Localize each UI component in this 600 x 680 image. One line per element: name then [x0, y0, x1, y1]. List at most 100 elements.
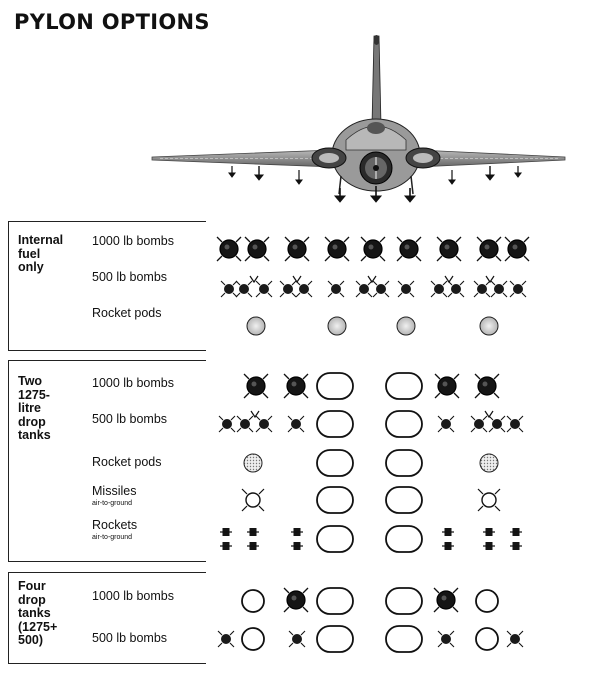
row-sublabel-missiles: air-to-ground: [92, 500, 133, 507]
bomb-500lb-icon: [488, 415, 506, 433]
bomb-500lb-icon: [430, 280, 448, 298]
bomb-500lb-icon: [287, 415, 305, 433]
pylon-arrow-icon: [484, 166, 496, 181]
missile-icon: [241, 488, 265, 512]
rockets-icon: [291, 528, 303, 550]
rocket-pod-icon: [396, 316, 416, 336]
page-title: PYLON OPTIONS: [14, 10, 210, 34]
bomb-500lb-icon: [279, 280, 297, 298]
bomb-500lb-icon: [372, 280, 390, 298]
pylon-arrow-icon: [448, 170, 456, 185]
section-label-four-drop-tanks: Four drop tanks (1275+ 500): [18, 579, 58, 647]
drop-tank-icon: [385, 372, 423, 400]
aircraft-front-view: [151, 35, 566, 203]
bomb-500lb-icon: [235, 280, 253, 298]
section-label-two-drop-tanks: Two 1275- litre drop tanks: [18, 374, 51, 442]
section-internal-fuel: [8, 221, 206, 351]
bomb-500lb-icon: [218, 415, 236, 433]
pylon-arrow-icon: [333, 188, 347, 203]
row-label-500lb-bombs: 500 lb bombs: [92, 412, 168, 426]
bomb-500lb-icon: [217, 630, 235, 648]
drop-tank-icon: [385, 587, 423, 615]
bomb-500lb-icon: [236, 415, 254, 433]
twin-carrier-icon: [444, 275, 454, 284]
bomb-1000lb-icon: [283, 587, 309, 613]
row-label-rocket-pods: Rocket pods: [92, 455, 162, 469]
drop-tank-icon: [385, 449, 423, 477]
drop-tank-icon: [316, 410, 354, 438]
bomb-1000lb-icon: [396, 236, 422, 262]
drop-tank-icon: [316, 587, 354, 615]
pylon-arrow-icon: [514, 166, 522, 178]
bomb-1000lb-icon: [216, 236, 242, 262]
twin-carrier-icon: [249, 275, 259, 284]
pylon-arrow-icon: [369, 186, 383, 203]
bomb-1000lb-icon: [284, 236, 310, 262]
bomb-1000lb-icon: [436, 236, 462, 262]
drop-tank-icon: [316, 372, 354, 400]
bomb-1000lb-icon: [283, 373, 309, 399]
bomb-500lb-icon: [506, 415, 524, 433]
row-label-rocket-pods: Rocket pods: [92, 306, 162, 320]
row-label-rockets: Rockets: [92, 518, 138, 532]
bomb-500lb-icon: [509, 280, 527, 298]
pylon-arrow-icon: [253, 166, 265, 181]
drop-tank-icon: [241, 627, 265, 651]
drop-tank-icon: [241, 589, 265, 613]
bomb-500lb-icon: [437, 630, 455, 648]
row-sublabel-rockets: air-to-ground: [92, 534, 133, 541]
drop-tank-icon: [316, 486, 354, 514]
row-label-1000lb-bombs: 1000 lb bombs: [92, 234, 175, 248]
rocket-pod-icon: [479, 453, 499, 473]
rockets-icon: [510, 528, 522, 550]
bomb-1000lb-icon: [243, 373, 269, 399]
bomb-1000lb-icon: [244, 236, 270, 262]
pylon-arrow-icon: [295, 170, 303, 185]
section-label-internal-fuel: Internal fuel only: [18, 233, 64, 274]
row-label-missiles: Missiles: [92, 484, 137, 498]
bomb-500lb-icon: [397, 280, 415, 298]
bomb-500lb-icon: [288, 630, 306, 648]
bomb-500lb-icon: [220, 280, 238, 298]
drop-tank-icon: [316, 449, 354, 477]
drop-tank-icon: [385, 410, 423, 438]
row-label-1000lb-bombs: 1000 lb bombs: [92, 589, 175, 603]
bomb-1000lb-icon: [474, 373, 500, 399]
rockets-icon: [220, 528, 232, 550]
bomb-500lb-icon: [447, 280, 465, 298]
bomb-1000lb-icon: [360, 236, 386, 262]
bomb-500lb-icon: [327, 280, 345, 298]
missile-icon: [477, 488, 501, 512]
twin-carrier-icon: [367, 275, 377, 284]
twin-carrier-icon: [485, 275, 495, 284]
row-label-500lb-bombs: 500 lb bombs: [92, 631, 168, 645]
stores-layer: [216, 236, 530, 653]
bomb-500lb-icon: [255, 415, 273, 433]
drop-tank-icon: [385, 486, 423, 514]
section-four-drop-tanks: [8, 572, 206, 664]
bomb-500lb-icon: [295, 280, 313, 298]
twin-carrier-icon: [484, 410, 494, 419]
drop-tank-icon: [385, 525, 423, 553]
drop-tank-icon: [316, 525, 354, 553]
bomb-500lb-icon: [506, 630, 524, 648]
bomb-1000lb-icon: [433, 587, 459, 613]
rocket-pod-icon: [246, 316, 266, 336]
drop-tank-icon: [316, 625, 354, 653]
bomb-1000lb-icon: [504, 236, 530, 262]
bomb-1000lb-icon: [324, 236, 350, 262]
pylon-arrow-icon: [403, 188, 417, 203]
pylon-arrow-icon: [228, 166, 236, 178]
bomb-500lb-icon: [470, 415, 488, 433]
bomb-500lb-icon: [437, 415, 455, 433]
bomb-500lb-icon: [473, 280, 491, 298]
bomb-1000lb-icon: [476, 236, 502, 262]
rockets-icon: [483, 528, 495, 550]
bomb-500lb-icon: [255, 280, 273, 298]
section-two-drop-tanks: [8, 360, 206, 562]
rockets-icon: [442, 528, 454, 550]
bomb-1000lb-icon: [434, 373, 460, 399]
rockets-icon: [247, 528, 259, 550]
drop-tank-icon: [385, 625, 423, 653]
